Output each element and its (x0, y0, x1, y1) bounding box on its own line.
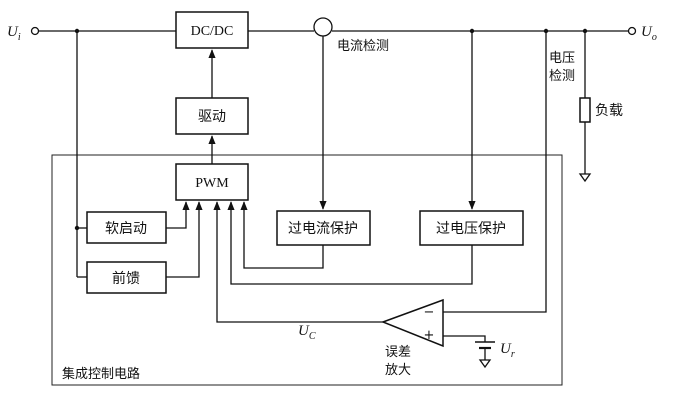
dcdc-label: DC/DC (191, 24, 234, 39)
dcdc-box (175, 11, 249, 49)
plus-sign: + (424, 328, 435, 343)
minus-sign: − (424, 305, 435, 320)
load-ground-icon (578, 173, 592, 183)
uo-symbol: Uo (641, 24, 657, 43)
over-voltage-to-pwm (227, 201, 473, 285)
over-voltage-label: 过电压保护 (436, 221, 506, 237)
drive-box (175, 97, 249, 135)
over-current-box (276, 210, 371, 246)
error-amp-to-pwm (213, 201, 383, 323)
pwm-label: PWM (195, 176, 229, 191)
reference-ground-icon (478, 359, 492, 369)
error-amp-label-1: 误差 (385, 345, 411, 360)
feedforward-label: 前馈 (112, 270, 140, 287)
over-current-label: 过电流保护 (288, 221, 358, 237)
current-detect-label: 电流检测 (337, 39, 389, 54)
over-current-to-pwm (240, 201, 324, 269)
soft-start-to-pwm (166, 201, 190, 229)
error-amplifier (380, 298, 444, 348)
uc-symbol: UC (298, 323, 316, 342)
reference-wire (443, 335, 486, 342)
current-sense-node (313, 17, 333, 37)
voltage-detect-label-1: 电压 (549, 51, 575, 66)
input-terminal (30, 26, 40, 36)
ic-region-label: 集成控制电路 (62, 366, 140, 382)
output-terminal (627, 26, 637, 36)
over-voltage-box (419, 210, 524, 246)
voltage-detect-line (438, 31, 547, 313)
drive-label: 驱动 (198, 109, 226, 125)
ic-boundary (51, 154, 563, 386)
load-resistor (579, 97, 591, 123)
voltage-detect-label-2: 检测 (549, 69, 575, 84)
ui-symbol: Ui (7, 24, 21, 43)
error-amp-label-2: 放大 (385, 363, 411, 378)
pwm-box (175, 163, 249, 201)
feedforward-to-pwm (166, 201, 203, 278)
soft-start-label: 软启动 (105, 221, 147, 237)
load-label: 负载 (595, 103, 623, 119)
ur-symbol: Ur (500, 341, 515, 360)
